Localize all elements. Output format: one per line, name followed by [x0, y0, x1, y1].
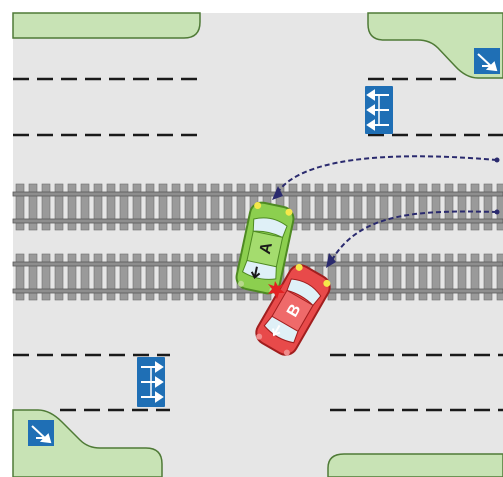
rail-sleeper — [405, 253, 415, 301]
vehicle-b: B — [255, 263, 331, 356]
rail-sleeper — [340, 183, 350, 231]
rail-sleeper — [483, 183, 493, 231]
rail-sleeper — [197, 253, 207, 301]
rail-sleeper — [444, 183, 454, 231]
impact-star-icon — [268, 281, 285, 299]
rail-sleeper — [119, 253, 129, 301]
vehicle-b-heading-icon — [272, 324, 281, 337]
vehicle-a-path-start — [494, 157, 500, 163]
lane-direction-sign-left-arrows — [365, 86, 393, 134]
corner-sign-bottom-left — [28, 420, 54, 446]
rail-sleeper — [210, 253, 220, 301]
rail-sleeper — [145, 253, 155, 301]
vehicle-a-heading-icon — [250, 266, 261, 280]
rail-sleeper — [132, 183, 142, 231]
rail-sleeper — [314, 183, 324, 231]
rail-sleeper — [327, 253, 337, 301]
rail-sleeper — [184, 183, 194, 231]
lane-markings — [13, 77, 503, 412]
rail-sleeper — [210, 183, 220, 231]
rail-sleeper — [132, 253, 142, 301]
rail-sleeper — [366, 183, 376, 231]
rail-sleeper — [106, 253, 116, 301]
rail-sleeper — [93, 183, 103, 231]
rail-sleeper — [158, 253, 168, 301]
rail-sleeper — [457, 183, 467, 231]
rail-sleeper — [418, 183, 428, 231]
vehicle-b-path — [331, 210, 498, 261]
rail-sleeper — [301, 183, 311, 231]
rail-sleeper — [470, 253, 480, 301]
rail-sleeper — [470, 183, 480, 231]
rail-sleeper — [41, 253, 51, 301]
rail-sleeper — [431, 183, 441, 231]
rail-sleeper — [327, 183, 337, 231]
rail-sleeper — [392, 253, 402, 301]
corner-sign-top-right — [474, 48, 500, 74]
vehicle-b-path-arrowhead — [326, 253, 336, 268]
vehicle-a-path-arrowhead — [272, 186, 283, 200]
rail-sleeper — [80, 253, 90, 301]
rail-sleeper — [379, 183, 389, 231]
rail-sleeper — [353, 253, 363, 301]
rail-sleeper — [119, 183, 129, 231]
grass-corner-top-left — [12, 12, 201, 39]
grass-corner-bottom-right — [327, 453, 503, 477]
rail-sleeper — [431, 253, 441, 301]
vehicle-a-path — [277, 155, 498, 193]
rail-sleeper — [15, 183, 25, 231]
rail-sleeper — [236, 183, 246, 231]
rail-sleeper — [106, 183, 116, 231]
rail-sleeper — [223, 253, 233, 301]
grass-corner-top-right — [367, 12, 503, 79]
rail-sleeper — [145, 183, 155, 231]
rail-sleeper — [28, 183, 38, 231]
rail-sleeper — [197, 183, 207, 231]
rail — [12, 191, 503, 197]
rail-sleeper — [41, 183, 51, 231]
rail-sleeper — [93, 253, 103, 301]
rail-sleeper — [184, 253, 194, 301]
vehicle-a: A — [235, 201, 295, 295]
rail-sleeper — [158, 183, 168, 231]
rail-sleeper — [353, 183, 363, 231]
rail-sleeper — [288, 183, 298, 231]
rail-sleeper — [340, 253, 350, 301]
rail-sleeper — [392, 183, 402, 231]
rail-sleeper — [444, 253, 454, 301]
rail-sleeper — [223, 183, 233, 231]
rail-sleeper — [379, 253, 389, 301]
rail-sleeper — [67, 183, 77, 231]
lane-direction-sign-right-arrows — [137, 357, 165, 407]
rail-sleeper — [496, 253, 503, 301]
rail-sleeper — [405, 183, 415, 231]
rail-sleeper — [80, 183, 90, 231]
vehicle-b-path-start — [494, 209, 500, 215]
rail-sleeper — [28, 253, 38, 301]
rail-sleeper — [171, 183, 181, 231]
rail-sleeper — [54, 253, 64, 301]
rail-sleeper — [496, 183, 503, 231]
rail-sleeper — [67, 253, 77, 301]
rail-sleeper — [457, 253, 467, 301]
rail-sleeper — [15, 253, 25, 301]
vehicle-a-label: A — [257, 240, 276, 255]
rail-sleeper — [366, 253, 376, 301]
rail-sleeper — [54, 183, 64, 231]
rail-sleeper — [171, 253, 181, 301]
rail-sleeper — [418, 253, 428, 301]
rail-sleeper — [483, 253, 493, 301]
